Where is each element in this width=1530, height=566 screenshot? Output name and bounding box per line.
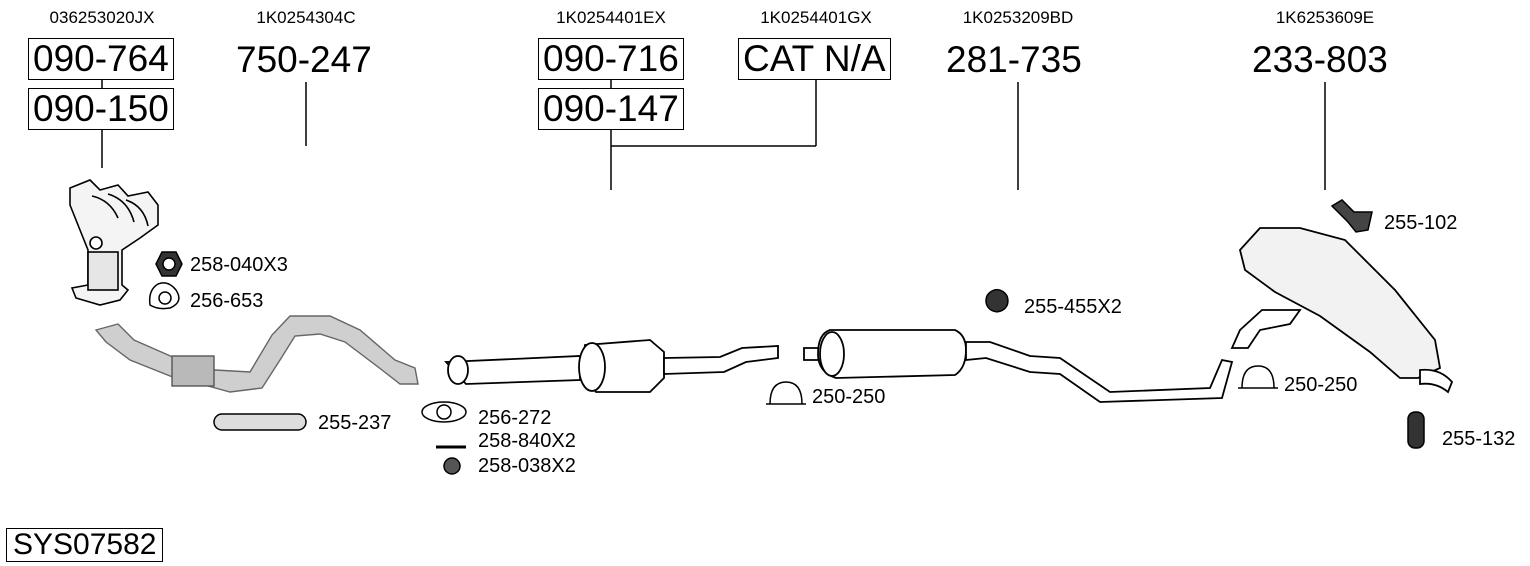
accessory-code[interactable]: 250-250 (1284, 374, 1358, 396)
clamp-icon (1238, 365, 1278, 389)
accessory-code[interactable]: 250-250 (812, 386, 886, 408)
oem-number: 1K0254401EX (556, 8, 666, 27)
oem-number: 1K0254401GX (760, 8, 872, 27)
accessory-code[interactable]: 258-038X2 (478, 455, 576, 477)
accessory-code[interactable]: 255-455X2 (1024, 296, 1122, 318)
part-number-link[interactable]: 090-764 (28, 38, 174, 80)
part-number-link[interactable]: 281-735 (946, 39, 1082, 80)
rubber-hanger-icon (985, 289, 1009, 313)
rubber-mount-icon (213, 413, 307, 431)
flange-nut-icon (443, 457, 461, 475)
middle-silencer-shape (803, 329, 1234, 403)
manifold-catalyst-shape (69, 179, 159, 306)
accessory-code[interactable]: 256-653 (190, 290, 264, 312)
rubber-hanger-icon (1407, 411, 1425, 449)
oem-number: 1K0254304C (256, 8, 356, 27)
oem-number: 036253020JX (49, 8, 155, 27)
accessory-code[interactable]: 255-237 (318, 412, 392, 434)
oem-number: 1K6253609E (1275, 8, 1375, 27)
accessory-code[interactable]: 256-272 (478, 407, 552, 429)
accessory-code[interactable]: 258-040X3 (190, 254, 288, 276)
oem-number: 1K0253209BD (962, 8, 1074, 27)
part-number-link[interactable]: 750-247 (236, 39, 372, 80)
part-number-link[interactable]: 233-803 (1252, 39, 1388, 80)
part-number-link[interactable]: 090-716 (538, 38, 684, 80)
accessory-code[interactable]: 255-102 (1384, 212, 1458, 234)
catalyst-pipe-shape (444, 339, 779, 393)
part-number-link[interactable]: 090-147 (538, 88, 684, 130)
clamp-icon (766, 381, 806, 405)
front-pipe-shape (94, 315, 419, 393)
part-number-link[interactable]: 090-150 (28, 88, 174, 130)
rear-silencer-shape (1230, 227, 1454, 394)
accessory-code[interactable]: 255-132 (1442, 428, 1516, 450)
accessory-code[interactable]: 258-840X2 (478, 430, 576, 452)
system-code-label: SYS07582 (6, 528, 164, 562)
bracket-icon (1330, 199, 1373, 233)
part-number-link[interactable]: CAT N/A (738, 38, 891, 80)
